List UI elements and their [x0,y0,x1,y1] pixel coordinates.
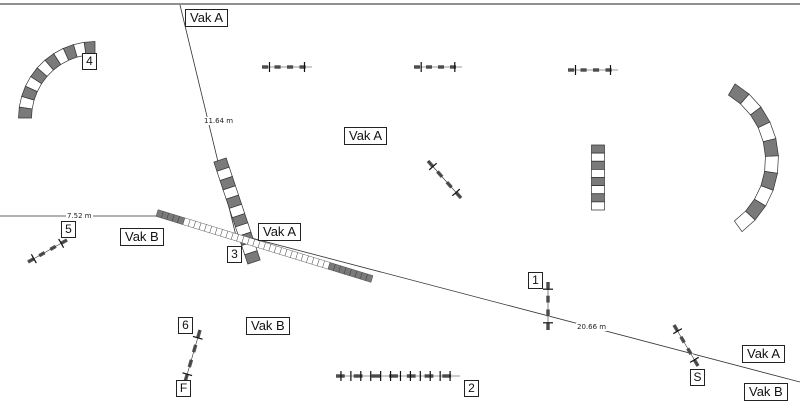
zone-label: Vak B [744,383,788,401]
zone-line-long [159,213,800,383]
jump-stand [672,328,683,335]
tunnel-segment [591,193,605,203]
jump-stand [182,372,193,377]
jump-stand [451,188,461,197]
jump [182,329,203,383]
obstacle-number: 5 [61,221,76,238]
jump-pole-outline [27,239,68,263]
jump-pole-outline [427,160,462,199]
zone-label: Vak A [344,127,388,145]
measurement-label: 7.52 m [66,212,93,220]
jump-stand [192,335,203,340]
jump-stand [689,356,700,363]
tunnel-segment [591,152,605,162]
measurement-label: 20.66 m [576,323,608,331]
tunnels-layer [18,41,779,283]
jump [414,62,462,72]
jump [262,62,312,72]
tunnel-segment [244,250,261,265]
zone-label: Vak A [258,223,302,241]
obstacle-number: S [690,369,705,386]
jump [543,282,553,330]
zone-label: Vak A [185,9,229,27]
tunnel-segment [764,155,779,174]
tunnel-segment [591,177,605,186]
zone-label: Vak B [246,317,290,335]
jump-stand [30,254,37,264]
jumps-layer [27,62,700,383]
curved-tunnel [727,83,779,233]
jump-stand [58,238,65,248]
obstacle-number: 6 [178,317,193,334]
obstacle-number: 4 [82,53,97,70]
measurement-label: 11.64 m [203,117,235,125]
zone-label: Vak B [120,228,164,246]
jump [426,159,463,200]
obstacle-number: 3 [227,246,242,263]
zone-label: Vak A [742,345,786,363]
tunnel-segment [591,185,605,195]
tunnel-segment [591,201,605,211]
tunnel-segment [591,169,605,178]
tunnel-segment [365,273,374,283]
tunnel-segment [591,160,605,170]
tunnel-segment [591,144,605,154]
curved-tunnel [18,41,96,119]
jump [672,324,700,367]
obstacle-number: 2 [464,380,479,397]
tunnel-segment [733,210,756,233]
jump [336,371,460,381]
jump-stand [428,162,438,171]
jump [27,238,68,264]
jump-pole-outline [673,324,699,367]
straight-tunnel [155,209,374,283]
tunnel-segment [18,106,33,119]
obstacle-number: F [176,380,191,397]
straight-tunnel [591,144,605,211]
tunnel-segment [762,138,779,157]
jump [568,65,618,75]
jump-pole-outline [184,329,201,383]
obstacle-number: 1 [528,272,543,289]
straight-tunnel [213,157,261,265]
